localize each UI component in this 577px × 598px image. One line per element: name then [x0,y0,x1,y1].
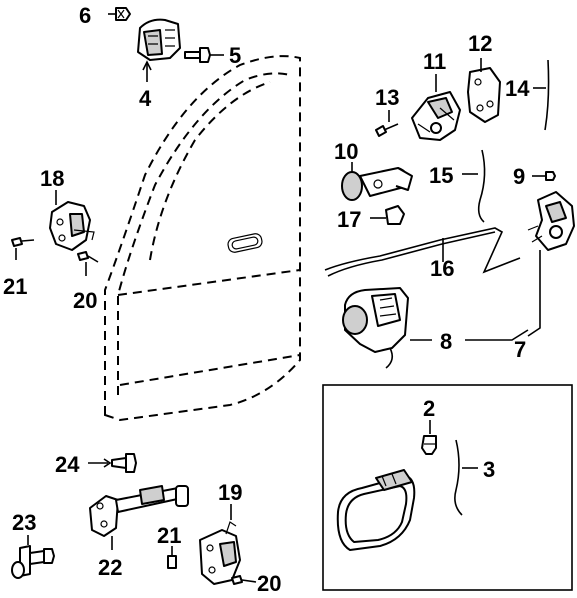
callout-10: 10 [334,139,358,164]
part-17-clip [370,205,405,225]
callout-8: 8 [440,329,452,354]
callout-9: 9 [513,164,525,189]
callout-5: 5 [229,43,241,68]
callout-20: 20 [73,288,97,313]
callout-17: 17 [337,207,361,232]
callout-21-lower: 21 [157,523,181,548]
part-18-hinge [49,190,95,251]
part-21-bolt-upper [11,237,35,260]
part-24-bolt [88,453,137,473]
part-6-screw [108,7,131,21]
part-19-hinge [199,504,241,585]
callout-23: 23 [12,510,36,535]
part-4-hinge [137,18,181,82]
callout-20-lower: 20 [257,571,281,596]
callout-15: 15 [429,163,453,188]
part-9-screw [532,171,556,181]
callout-11: 11 [423,49,446,74]
callout-13: 13 [375,85,399,110]
part-20-bolt-lower [231,575,257,585]
part-23-bolt [11,535,55,579]
handle-inset [322,384,573,591]
part-10-lock-cylinder [341,162,413,201]
part-20-bolt-upper [77,251,99,276]
part-7-latch [527,191,575,337]
callout-12: 12 [468,31,492,56]
part-8-actuator [342,287,529,369]
part-22-door-check [89,485,189,550]
callout-2: 2 [423,396,435,421]
part-16-rod [324,227,521,277]
callout-3: 3 [483,457,495,482]
callout-18: 18 [40,166,64,191]
callout-22: 22 [98,555,122,580]
part-13-screw [375,110,399,137]
callout-19: 19 [218,480,242,505]
part-5-bolt [184,47,224,63]
callout-14: 14 [505,76,530,101]
callout-24: 24 [55,452,80,477]
callout-21: 21 [3,274,27,299]
callout-16: 16 [430,256,454,281]
part-11-lock-actuator [411,74,461,141]
callout-4: 4 [139,86,152,111]
part-15-rod [462,149,486,223]
callout-6: 6 [79,3,91,28]
door-outline [104,55,301,422]
part-21-bolt-lower [167,546,177,569]
part-14-rod [533,59,550,131]
part-12-bracket [467,58,501,123]
callout-7: 7 [514,337,526,362]
